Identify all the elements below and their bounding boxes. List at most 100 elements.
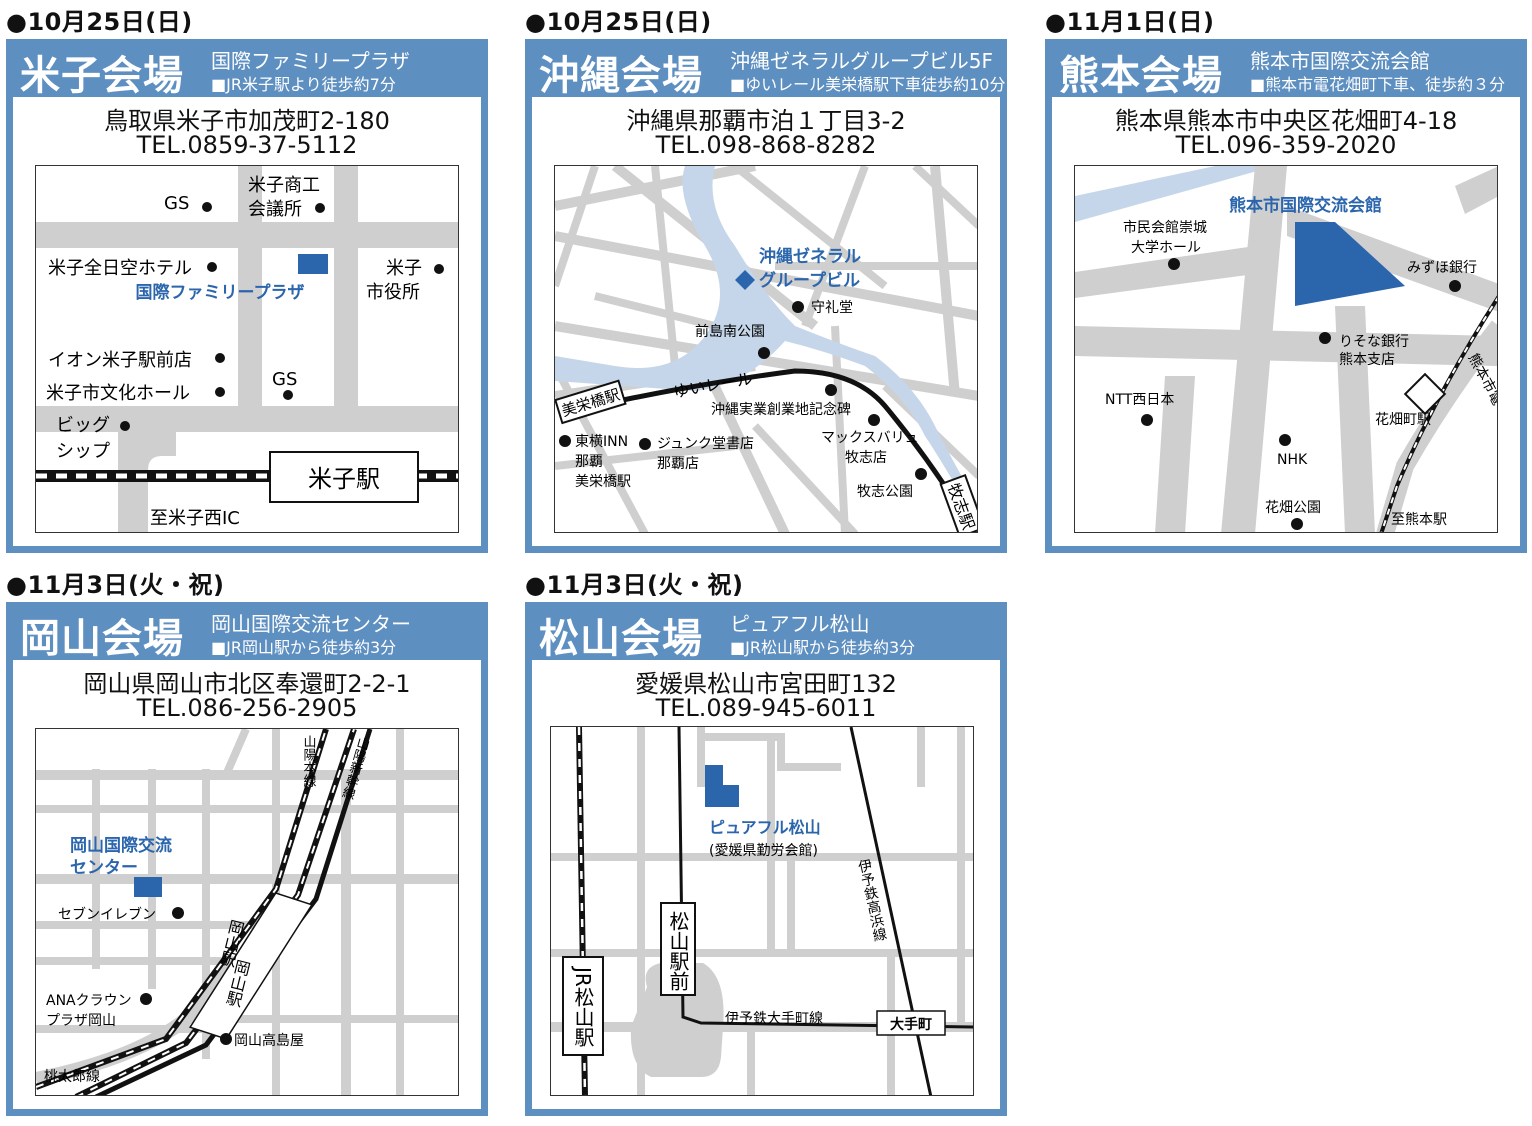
label-toyoko3: 美栄橋駅 (575, 474, 631, 490)
venue-name: 米子会場 (20, 53, 184, 99)
venue-card-okinawa: 沖縄会場 沖縄ゼネラルグループビル5F ■ゆいレール美栄橋駅下車徒歩約10分 沖… (525, 39, 1007, 553)
roads (555, 166, 977, 532)
venue-marker (298, 254, 328, 274)
access-info: ■熊本市電花畑町下車、徒歩約３分 (1250, 75, 1506, 94)
facility-name: 沖縄ゼネラルグループビル5F (730, 49, 994, 73)
venue-marker (134, 877, 162, 897)
label-sanyo-main: 山陽本線 (301, 735, 317, 787)
label-maxv1: マックスバリュ (821, 430, 919, 446)
card-body: 鳥取県米子市加茂町2-180 TEL.0859-37-5112 米子駅 (13, 97, 481, 546)
label-venue2: センター (70, 858, 138, 878)
roads (36, 729, 458, 1095)
venue-name: 岡山会場 (20, 616, 184, 662)
river (1075, 166, 1275, 222)
label-toyoko2: 那覇 (575, 454, 603, 470)
label-jr: JR松山駅 (571, 965, 595, 1047)
label-takashimaya: 岡山高島屋 (234, 1032, 304, 1049)
label-ana: 米子全日空ホテル (48, 258, 192, 279)
label-toyoko1: 東横INN (575, 434, 628, 450)
jr-station-box (562, 956, 604, 1056)
roads (1075, 166, 1497, 532)
monorail-line (584, 368, 977, 532)
river (555, 166, 977, 523)
label-aeon: イオン米子駅前店 (48, 350, 192, 371)
date-matsuyama: ●11月3日(火・祝) (525, 571, 744, 599)
label-momotaro: 桃太郎線 (44, 1069, 100, 1085)
label-maeshima: 前島南公園 (695, 323, 765, 340)
access-info: ■JR岡山駅から徒歩約3分 (211, 638, 397, 657)
date-okayama: ●11月3日(火・祝) (6, 571, 225, 599)
card-body: 沖縄県那覇市泊１丁目3-2 TEL.098-868-8282 (532, 97, 1000, 546)
venue-card-yonago: 米子会場 国際ファミリープラザ ■JR米子駅より徒歩約7分 鳥取県米子市加茂町2… (6, 39, 488, 553)
roads (551, 727, 973, 1095)
address: 愛媛県松山市宮田町132 (635, 670, 897, 698)
label-resona2: 熊本支店 (1339, 352, 1395, 368)
venue-marker (1295, 222, 1405, 306)
label-makishipark: 牧志公園 (857, 484, 913, 500)
date-kumamoto: ●11月1日(日) (1045, 8, 1215, 36)
card-body: 熊本県熊本市中央区花畑町4-18 TEL.096-359-2020 熊本 (1052, 97, 1520, 546)
venue-marker (705, 765, 739, 807)
telephone: TEL.086-256-2905 (136, 694, 358, 722)
access-info: ■ゆいレール美栄橋駅下車徒歩約10分 (730, 75, 1006, 94)
facility-name: 熊本市国際交流会館 (1250, 49, 1430, 73)
map-okayama-svg: 岡山駅 岡山駅 山陽本線 山陽新幹線 岡山国際交流 センター セブンイレブン A… (36, 729, 458, 1095)
telephone: TEL.089-945-6011 (655, 694, 877, 722)
card-body: 愛媛県松山市宮田町132 TEL.089-945-6011 (532, 660, 1000, 1109)
venue-card-kumamoto: 熊本会場 熊本市国際交流会館 ■熊本市電花畑町下車、徒歩約３分 熊本県熊本市中央… (1045, 39, 1527, 553)
label-otemachi: 大手町 (890, 1016, 932, 1033)
label-ekimae: 松山駅前 (666, 911, 690, 991)
label-hanabata-st: 花畑町駅 (1375, 412, 1431, 428)
map-okayama[interactable]: 岡山駅 岡山駅 山陽本線 山陽新幹線 岡山国際交流 センター セブンイレブン A… (35, 728, 459, 1096)
venue-name: 沖縄会場 (539, 53, 703, 99)
otemachi-box (876, 1010, 946, 1036)
label-city1: 米子 (386, 258, 422, 279)
label-venue2: グループビル (759, 270, 860, 291)
facility-name: ピュアフル松山 (730, 612, 870, 636)
label-nhk: NHK (1277, 452, 1308, 468)
map-yonago-svg: 米子駅 国際ファミリープラザ GS 米子商工 会議所 米 (36, 166, 458, 532)
label-resona1: りそな銀行 (1339, 334, 1409, 350)
label-big1: ビッグ (56, 415, 110, 436)
label-ana1: ANAクラウン (46, 993, 132, 1009)
label-cci2: 会議所 (248, 199, 302, 220)
address: 鳥取県米子市加茂町2-180 (104, 107, 390, 135)
map-yonago[interactable]: 米子駅 国際ファミリープラザ GS 米子商工 会議所 米 (35, 165, 459, 533)
label-gs1: GS (164, 193, 189, 214)
label-cci1: 米子商工 (248, 175, 320, 196)
label-hall: 米子市文化ホール (46, 383, 190, 404)
telephone: TEL.096-359-2020 (1175, 131, 1397, 159)
label-shimin1: 市民会館崇城 (1123, 219, 1207, 236)
label-maxv2: 牧志店 (845, 450, 887, 466)
label-mizuho: みずほ銀行 (1407, 260, 1477, 276)
label-venue: 国際ファミリープラザ (136, 282, 305, 303)
label-otemachi-line: 伊予鉄大手町線 (725, 1011, 823, 1027)
label-venue1: 沖縄ゼネラル (759, 246, 861, 267)
access-info: ■JR松山駅から徒歩約3分 (730, 638, 916, 657)
label-station: 米子駅 (308, 465, 380, 493)
label-venue: 熊本市国際交流会館 (1229, 195, 1382, 216)
label-ana2: プラザ岡山 (46, 1013, 116, 1029)
label-shimin2: 大学ホール (1131, 240, 1201, 256)
address: 熊本県熊本市中央区花畑町4-18 (1114, 107, 1458, 135)
label-shurei: 守礼堂 (811, 300, 853, 316)
access-info: ■JR米子駅より徒歩約7分 (211, 75, 396, 94)
label-venue: ピュアフル松山 (709, 818, 821, 837)
date-okinawa: ●10月25日(日) (525, 8, 712, 36)
facility-name: 岡山国際交流センター (211, 612, 411, 636)
venue-name: 松山会場 (539, 616, 703, 662)
map-okinawa[interactable]: 美栄橋駅 牧志駅 ゆいレール 沖縄ゼネラル グループビル (554, 165, 978, 533)
label-city2: 市役所 (366, 282, 420, 303)
map-matsuyama-svg: JR松山駅 松山駅前 大手町 ピュアフル松山 (愛媛県勤労会館) 伊予鉄高浜線 … (551, 727, 973, 1095)
label-gs2: GS (272, 369, 297, 390)
label-junku1: ジュンク堂書店 (657, 436, 754, 452)
label-hanabata-park: 花畑公園 (1265, 500, 1321, 516)
telephone: TEL.098-868-8282 (655, 131, 877, 159)
map-matsuyama[interactable]: JR松山駅 松山駅前 大手町 ピュアフル松山 (愛媛県勤労会館) 伊予鉄高浜線 … (550, 726, 974, 1096)
label-ic: 至米子西IC (150, 508, 240, 529)
address: 沖縄県那覇市泊１丁目3-2 (626, 107, 906, 135)
map-kumamoto[interactable]: 熊本市国際交流会館 市民会館崇城 大学ホール みずほ銀行 りそな銀行 (1074, 165, 1498, 533)
label-big2: シップ (56, 441, 110, 462)
tram-otemachi-line (677, 727, 973, 1029)
yonago-station-box (269, 451, 419, 503)
